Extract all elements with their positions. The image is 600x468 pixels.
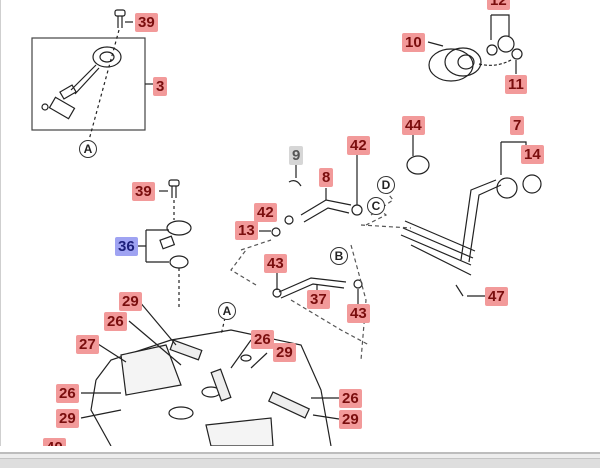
callout-26-d[interactable]: 26 <box>339 389 362 408</box>
callout-13[interactable]: 13 <box>235 221 258 240</box>
callout-42-top[interactable]: 42 <box>347 136 370 155</box>
callout-9[interactable]: 9 <box>289 146 304 165</box>
callout-26-a[interactable]: 26 <box>104 312 127 331</box>
callout-36[interactable]: 36 <box>115 237 138 256</box>
hose-icon <box>300 199 352 223</box>
callout-29-b[interactable]: 29 <box>56 409 79 428</box>
callout-37[interactable]: 37 <box>307 290 330 309</box>
callout-26-b[interactable]: 26 <box>56 384 79 403</box>
callout-44[interactable]: 44 <box>402 116 425 135</box>
ref-marker-b: B <box>330 247 348 265</box>
callout-10[interactable]: 10 <box>402 33 425 52</box>
callout-42-mid[interactable]: 42 <box>254 203 277 222</box>
ref-marker-a-tank: A <box>218 302 236 320</box>
seal-ring-icon <box>428 47 482 82</box>
callout-29-d[interactable]: 29 <box>339 410 362 429</box>
callout-43-right[interactable]: 43 <box>347 304 370 323</box>
callout-43-left[interactable]: 43 <box>264 254 287 273</box>
callout-11[interactable]: 11 <box>505 75 527 94</box>
fuel-pump-icon <box>41 46 122 120</box>
callout-8[interactable]: 8 <box>319 168 334 187</box>
ref-marker-c: C <box>367 197 385 215</box>
callout-40[interactable]: 40 <box>43 438 66 446</box>
callout-39-mid[interactable]: 39 <box>132 182 155 201</box>
callout-7[interactable]: 7 <box>510 116 525 135</box>
parts-diagram <box>31 9 542 446</box>
sender-icon <box>166 220 192 236</box>
callout-26-c[interactable]: 26 <box>251 330 274 349</box>
diagram-viewport: 39 3 12 10 11 44 7 14 9 42 8 39 42 13 36… <box>0 0 599 447</box>
bottom-scrollbar[interactable] <box>0 446 600 468</box>
bolt-icon <box>114 9 126 28</box>
callout-12[interactable]: 12 <box>487 0 510 10</box>
callout-3[interactable]: 3 <box>153 77 168 96</box>
inset-box <box>31 37 146 131</box>
fuel-tank-icon <box>90 329 332 446</box>
ref-marker-d: D <box>377 176 395 194</box>
ref-marker-a-top: A <box>79 140 97 158</box>
callout-14[interactable]: 14 <box>521 145 544 164</box>
callout-29-a[interactable]: 29 <box>119 292 142 311</box>
callout-29-c[interactable]: 29 <box>273 343 296 362</box>
callout-39[interactable]: 39 <box>135 13 158 32</box>
callout-27[interactable]: 27 <box>76 335 99 354</box>
callout-47[interactable]: 47 <box>485 287 508 306</box>
